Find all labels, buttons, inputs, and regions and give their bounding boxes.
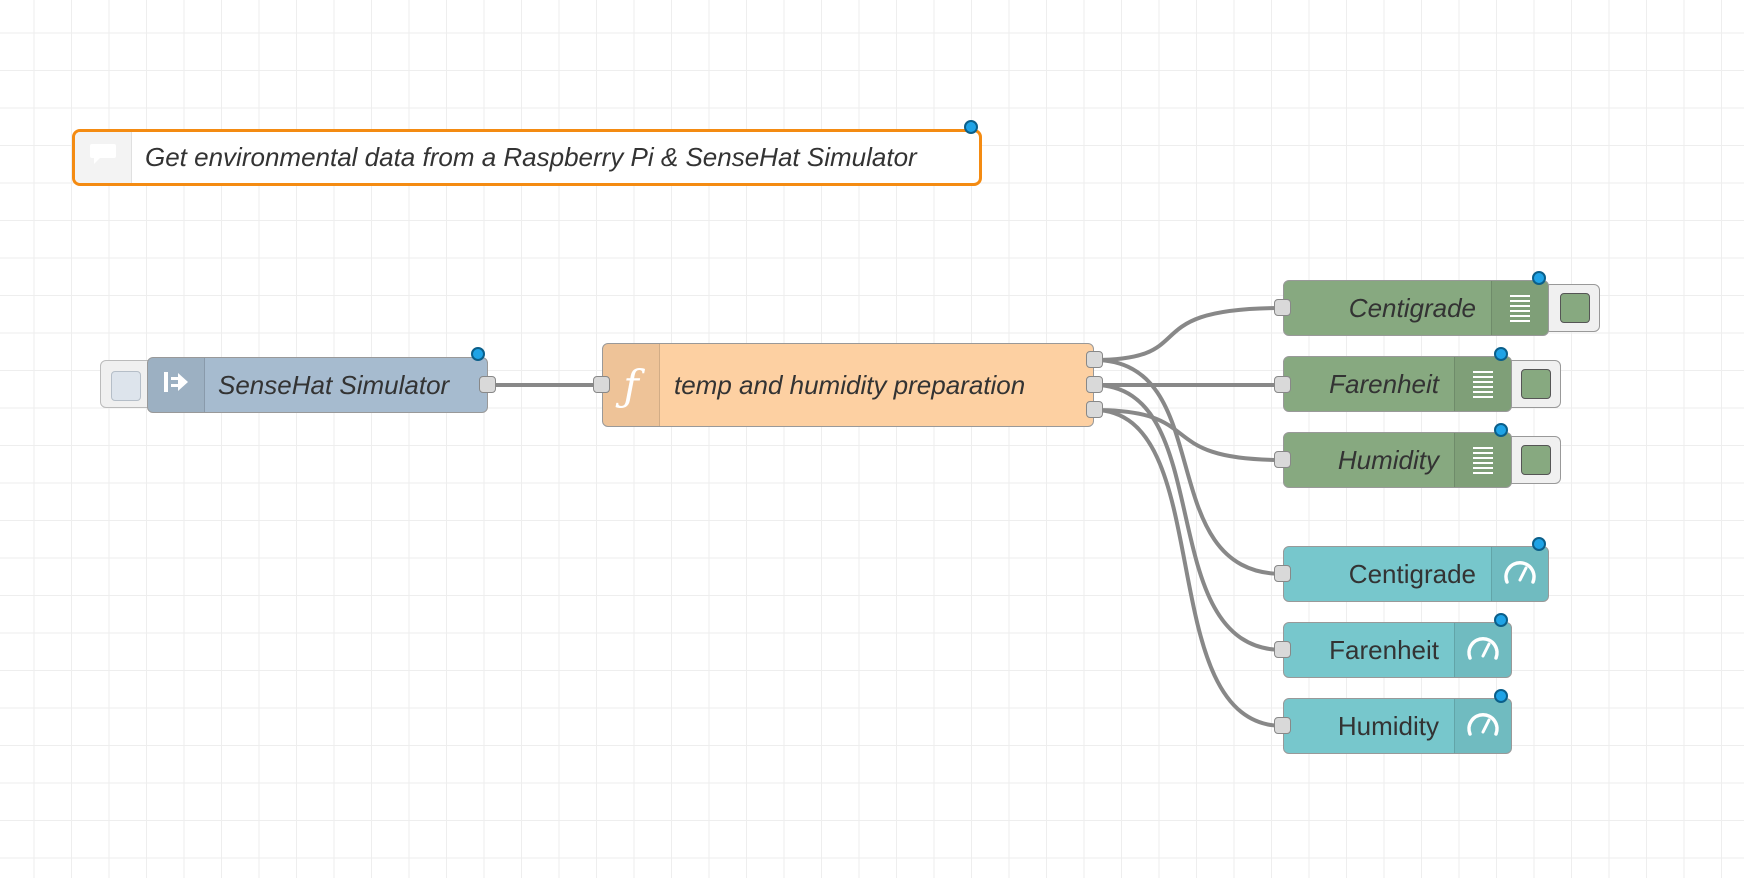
debug-toggle-button[interactable]: [1505, 436, 1561, 484]
debug-toggle-square: [1560, 293, 1590, 323]
arrow-in-icon: [162, 367, 190, 404]
gauge-node-farenheit[interactable]: Farenheit: [1283, 622, 1512, 678]
wire-function-to-debug-centigrade[interactable]: [1093, 306, 1284, 362]
debug-input-port[interactable]: [1274, 376, 1291, 393]
gauge-icon-box: [1454, 699, 1511, 753]
gauge-icon: [1465, 632, 1501, 669]
changed-indicator: [1494, 613, 1508, 627]
debug-label: Farenheit: [1329, 368, 1439, 399]
gauge-icon-box: [1454, 623, 1511, 677]
debug-icon-box: [1454, 357, 1511, 411]
changed-indicator: [1494, 347, 1508, 361]
debug-node-centigrade[interactable]: Centigrade: [1283, 280, 1549, 336]
function-icon: ƒ: [623, 360, 639, 410]
debug-list-icon: [1510, 294, 1530, 322]
inject-label: SenseHat Simulator: [218, 369, 450, 400]
debug-label: Centigrade: [1348, 292, 1476, 323]
debug-node-farenheit[interactable]: Farenheit: [1283, 356, 1512, 412]
changed-indicator: [1532, 271, 1546, 285]
comment-icon-box: [75, 132, 132, 183]
gauge-label: Farenheit: [1329, 634, 1439, 665]
wire-function-to-gauge-farenheit[interactable]: [1093, 383, 1284, 652]
changed-indicator: [1532, 537, 1546, 551]
inject-icon-box: [148, 358, 205, 412]
changed-indicator: [1494, 689, 1508, 703]
debug-node-humidity[interactable]: Humidity: [1283, 432, 1512, 488]
comment-text: Get environmental data from a Raspberry …: [145, 142, 917, 172]
gauge-node-humidity[interactable]: Humidity: [1283, 698, 1512, 754]
gauge-input-port[interactable]: [1274, 641, 1291, 658]
function-output-port-3[interactable]: [1086, 401, 1103, 418]
debug-icon-box: [1491, 281, 1548, 335]
gauge-input-port[interactable]: [1274, 717, 1291, 734]
debug-label: Humidity: [1337, 444, 1439, 475]
gauge-icon: [1465, 708, 1501, 745]
debug-toggle-square: [1521, 445, 1551, 475]
wire-function-to-gauge-humidity[interactable]: [1093, 408, 1284, 728]
debug-toggle-button[interactable]: [1505, 360, 1561, 408]
debug-toggle-square: [1521, 369, 1551, 399]
gauge-input-port[interactable]: [1274, 565, 1291, 582]
debug-input-port[interactable]: [1274, 451, 1291, 468]
inject-node[interactable]: SenseHat Simulator: [147, 357, 488, 413]
function-input-port[interactable]: [593, 376, 610, 393]
debug-toggle-button[interactable]: [1544, 284, 1600, 332]
function-icon-box: ƒ: [603, 344, 660, 426]
function-output-port-1[interactable]: [1086, 351, 1103, 368]
debug-list-icon: [1473, 370, 1493, 398]
debug-icon-box: [1454, 433, 1511, 487]
comment-node[interactable]: Get environmental data from a Raspberry …: [72, 129, 982, 186]
wire-function-to-debug-humidity[interactable]: [1093, 408, 1284, 462]
function-output-port-2[interactable]: [1086, 376, 1103, 393]
changed-indicator: [1494, 423, 1508, 437]
debug-list-icon: [1473, 446, 1493, 474]
gauge-icon-box: [1491, 547, 1548, 601]
function-label: temp and humidity preparation: [674, 369, 1026, 400]
gauge-icon: [1502, 556, 1538, 593]
changed-indicator: [964, 120, 978, 134]
speech-bubble-icon: [88, 141, 118, 174]
gauge-label: Centigrade: [1348, 558, 1476, 589]
gauge-label: Humidity: [1337, 710, 1439, 741]
inject-trigger-square: [111, 371, 141, 401]
gauge-node-centigrade[interactable]: Centigrade: [1283, 546, 1549, 602]
wire-function-to-gauge-centigrade[interactable]: [1093, 358, 1284, 576]
inject-output-port[interactable]: [479, 376, 496, 393]
debug-input-port[interactable]: [1274, 299, 1291, 316]
function-node[interactable]: ƒ temp and humidity preparation: [602, 343, 1094, 427]
changed-indicator: [471, 347, 485, 361]
